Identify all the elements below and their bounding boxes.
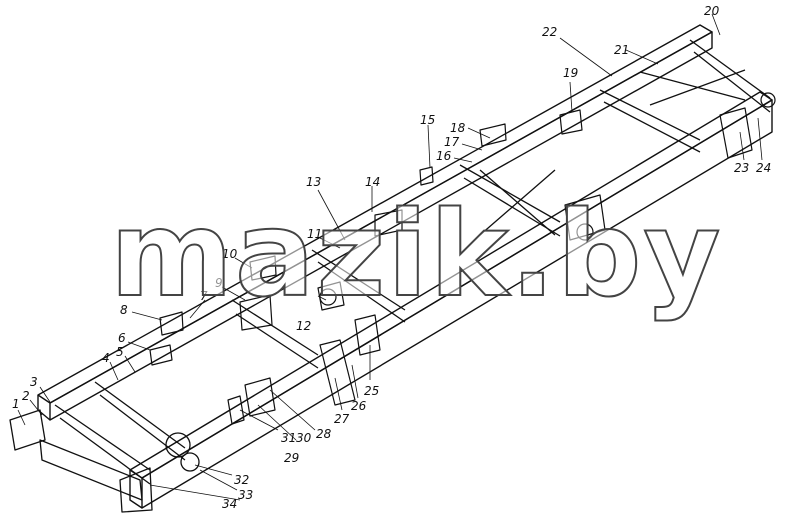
- callout-16: 16: [436, 149, 452, 163]
- callout-22: 22: [542, 25, 558, 39]
- callout-30: 30: [296, 431, 312, 445]
- callout-31: 31: [281, 431, 297, 445]
- callout-29: 29: [284, 451, 300, 465]
- callout-19: 19: [563, 66, 579, 80]
- callout-17: 17: [444, 135, 460, 149]
- leader-lines: [17, 13, 763, 501]
- callout-11: 11: [307, 227, 323, 241]
- callout-4: 4: [102, 351, 110, 365]
- callout-14: 14: [365, 175, 381, 189]
- callout-2: 2: [22, 389, 30, 403]
- callout-1: 1: [12, 397, 20, 411]
- callout-28: 28: [316, 427, 332, 441]
- callout-32: 32: [234, 473, 250, 487]
- front-bumper: [9, 409, 200, 513]
- spring-brackets: [149, 92, 776, 425]
- callout-27: 27: [334, 412, 350, 426]
- callout-23: 23: [734, 161, 750, 175]
- callout-18: 18: [450, 121, 466, 135]
- callout-9: 9: [215, 276, 223, 290]
- callout-26: 26: [351, 399, 367, 413]
- watermark-text: mazik.by: [109, 185, 723, 323]
- callout-34: 34: [222, 497, 238, 511]
- callout-8: 8: [120, 303, 128, 317]
- callout-13: 13: [306, 175, 322, 189]
- callout-21: 21: [614, 43, 630, 57]
- callout-7: 7: [200, 289, 208, 303]
- cross-members: [54, 39, 771, 485]
- callout-10: 10: [222, 247, 238, 261]
- callout-3: 3: [30, 375, 38, 389]
- callout-5: 5: [116, 345, 124, 359]
- callout-25: 25: [364, 384, 380, 398]
- callout-20: 20: [704, 4, 720, 18]
- callout-15: 15: [420, 113, 436, 127]
- callout-24: 24: [756, 161, 772, 175]
- callout-33: 33: [238, 488, 254, 502]
- callout-12: 12: [296, 319, 312, 333]
- callout-6: 6: [118, 331, 126, 345]
